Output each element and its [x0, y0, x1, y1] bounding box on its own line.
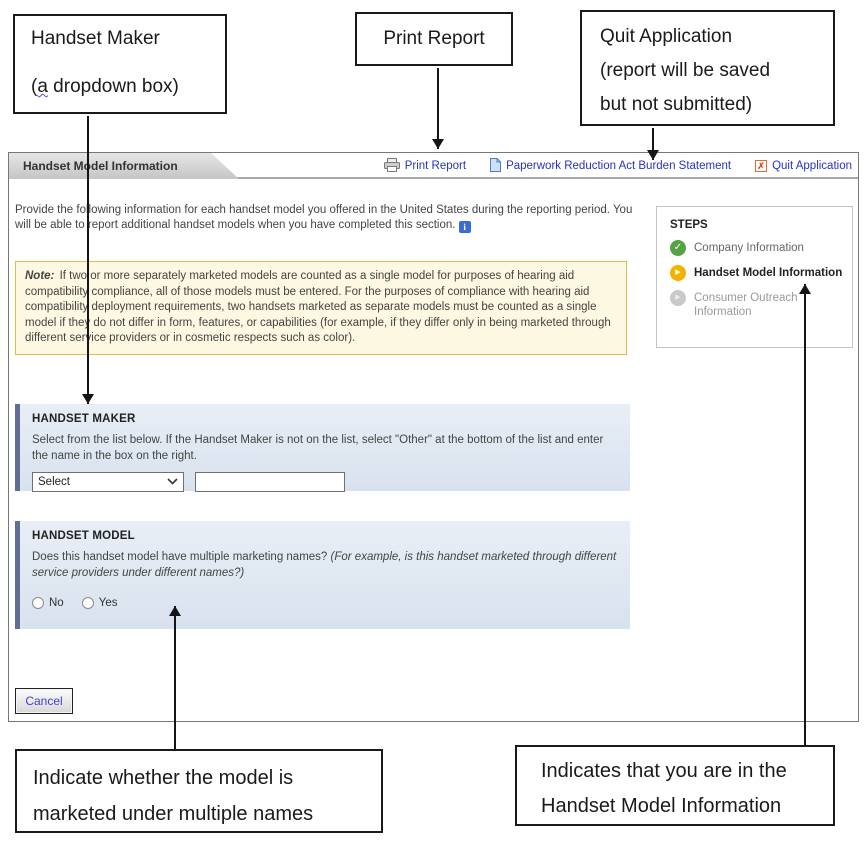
intro-text: Provide the following information for ea…: [15, 204, 633, 233]
section-heading: HANDSET MAKER: [32, 413, 136, 425]
arrow-shaft: [652, 128, 654, 160]
callout-print-report: Print Report: [355, 12, 513, 66]
callout-line: Print Report: [383, 28, 485, 49]
other-maker-input[interactable]: [195, 472, 345, 492]
steps-heading: STEPS: [670, 219, 708, 231]
application-window: Handset Model Information Print Report P…: [8, 152, 859, 722]
document-icon: [490, 157, 502, 175]
step-consumer-outreach-information[interactable]: ▶ Consumer Outreach Information: [670, 290, 844, 319]
radio-circle-icon[interactable]: [32, 597, 44, 609]
play-circle-icon: ▶: [670, 290, 686, 306]
arrow-shaft: [804, 284, 806, 745]
arrow-to-handset-maker-section: [82, 116, 94, 404]
callout-multiple-names: Indicate whether the model is marketed u…: [15, 749, 383, 833]
steps-panel: STEPS ✓ Company Information ▶ Handset Mo…: [656, 206, 853, 348]
arrowhead-up-icon: [169, 606, 181, 616]
check-circle-icon: ✓: [670, 240, 686, 256]
play-circle-icon: ▶: [670, 265, 686, 281]
arrow-to-handset-model-section: [169, 606, 181, 749]
arrow-to-print-report-link: [432, 68, 444, 149]
callout-handset-maker: Handset Maker (a dropdown box): [13, 14, 227, 114]
callout-line: Handset Maker: [31, 28, 160, 49]
step-handset-model-information[interactable]: ▶ Handset Model Information: [670, 265, 844, 281]
note-text: If two or more separately marketed model…: [25, 270, 611, 344]
info-icon[interactable]: i: [458, 221, 471, 233]
arrow-shaft: [437, 68, 439, 149]
note-box: Note: If two or more separately marketed…: [15, 261, 627, 355]
callout-line: marketed under multiple names: [33, 803, 314, 825]
section-question: Does this handset model have multiple ma…: [32, 551, 617, 579]
callout-line: (a dropdown box): [31, 76, 179, 97]
cancel-button[interactable]: Cancel: [15, 688, 73, 714]
handset-model-section: HANDSET MODEL Does this handset model ha…: [15, 521, 630, 629]
radio-yes[interactable]: Yes: [81, 597, 117, 609]
arrow-to-current-step: [799, 284, 811, 745]
paperwork-statement-link[interactable]: Paperwork Reduction Act Burden Statement: [490, 157, 731, 175]
radio-circle-icon[interactable]: [81, 597, 94, 609]
arrow-shaft: [87, 116, 89, 404]
handset-maker-section: HANDSET MAKER Select from the list below…: [15, 404, 630, 492]
chevron-down-icon: [167, 476, 178, 488]
quit-application-link[interactable]: ✗ Quit Application: [755, 160, 852, 172]
section-heading: HANDSET MODEL: [32, 530, 135, 542]
step-company-information[interactable]: ✓ Company Information: [670, 240, 844, 256]
arrow-to-quit-link: [647, 128, 659, 160]
section-instructions: Select from the list below. If the Hands…: [32, 434, 604, 462]
callout-line: Quit Application: [600, 26, 733, 47]
handset-maker-select[interactable]: Select: [32, 472, 184, 492]
maker-controls: Select: [32, 472, 618, 492]
callout-current-step: Indicates that you are in the Handset Mo…: [515, 745, 835, 826]
callout-line: (report will be saved: [600, 60, 771, 81]
header-bar: Handset Model Information Print Report P…: [9, 153, 858, 179]
print-report-link[interactable]: Print Report: [383, 157, 466, 175]
radio-no[interactable]: No: [32, 597, 64, 609]
arrowhead-down-icon: [647, 150, 659, 160]
quit-x-icon: ✗: [755, 160, 768, 172]
callout-line: Indicate whether the model is: [33, 767, 294, 789]
page-title-tab: Handset Model Information: [9, 153, 239, 179]
arrow-shaft: [174, 606, 176, 749]
callout-line: Handset Model Information: [541, 795, 782, 817]
toolbar: Print Report Paperwork Reduction Act Bur…: [383, 153, 852, 179]
printer-icon: [383, 157, 400, 175]
note-label: Note:: [25, 270, 55, 282]
arrowhead-down-icon: [82, 394, 94, 404]
radio-row: No Yes: [32, 597, 618, 609]
arrowhead-up-icon: [799, 284, 811, 294]
arrowhead-down-icon: [432, 139, 444, 149]
callout-quit-application: Quit Application (report will be saved b…: [580, 10, 835, 126]
callout-line: Indicates that you are in the: [541, 760, 787, 782]
callout-line: but not submitted): [600, 94, 753, 115]
